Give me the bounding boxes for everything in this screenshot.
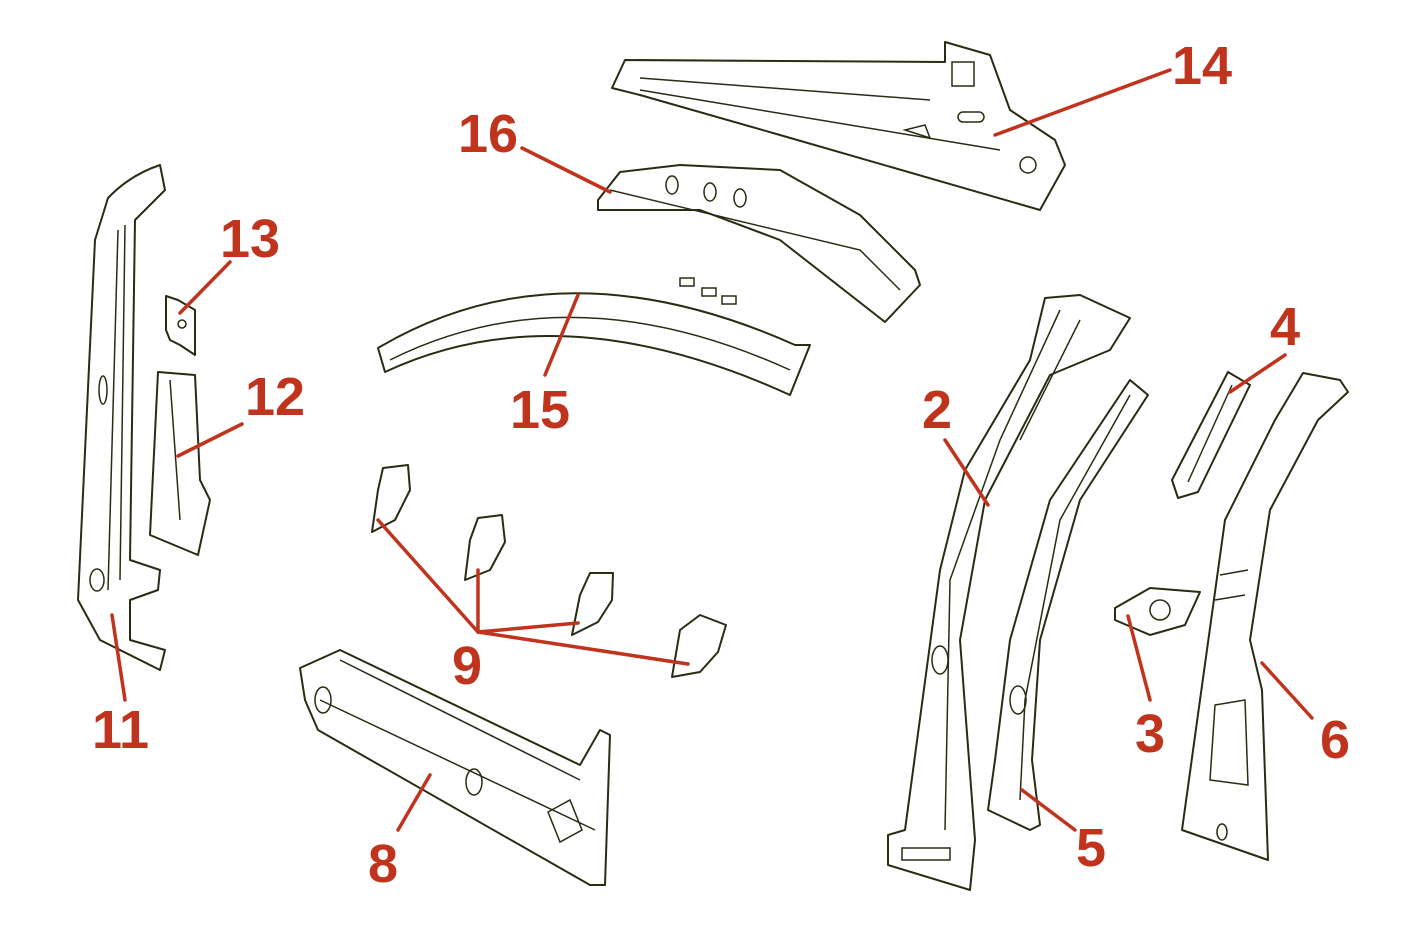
part-5-b-pillar-inner	[987, 379, 1149, 831]
callout-12: 12	[245, 367, 305, 427]
callout-6: 6	[1320, 710, 1350, 770]
leader-2	[943, 438, 990, 507]
leader-11	[110, 613, 127, 702]
leader-15	[543, 293, 580, 377]
callout-9: 9	[452, 636, 482, 696]
part-15-roof-bow	[377, 277, 811, 396]
part-4-strip	[1171, 371, 1251, 499]
leader-3	[1126, 614, 1152, 702]
callout-15: 15	[510, 380, 570, 440]
callout-3: 3	[1135, 704, 1165, 764]
part-16-inner-rail	[597, 164, 921, 323]
leader-4	[1228, 353, 1287, 394]
part-11-a-pillar	[77, 164, 166, 671]
leader-lines	[110, 68, 1314, 832]
part-12-inner-panel	[149, 371, 211, 556]
callout-16: 16	[458, 104, 518, 164]
leader-13	[178, 260, 232, 315]
leader-8	[396, 773, 432, 832]
part-14-roof-rail	[611, 41, 1066, 211]
callout-4: 4	[1270, 297, 1300, 357]
leader-14	[993, 68, 1172, 137]
part-3-bracket	[1114, 587, 1201, 636]
callout-2: 2	[922, 380, 952, 440]
leader-5	[1020, 788, 1077, 832]
leader-6	[1260, 661, 1314, 720]
callout-13: 13	[220, 209, 280, 269]
leader-16	[520, 146, 612, 194]
leader-9c	[476, 621, 580, 634]
part-8-rocker-panel	[299, 649, 611, 886]
callout-11: 11	[92, 700, 149, 760]
part-9-brackets	[371, 464, 727, 678]
part-13-bracket	[165, 295, 196, 356]
callout-5: 5	[1076, 818, 1106, 878]
leader-12	[176, 422, 244, 458]
leader-9a	[376, 518, 480, 634]
part-6-c-pillar	[1181, 372, 1349, 861]
callout-8: 8	[368, 834, 398, 894]
callout-labels: 14 16 13 12 15 11 9 8 2 5 4 3 6	[92, 36, 1350, 894]
callout-14: 14	[1172, 36, 1232, 96]
leader-9d	[476, 630, 690, 666]
part-2-b-pillar-outer	[887, 294, 1131, 891]
